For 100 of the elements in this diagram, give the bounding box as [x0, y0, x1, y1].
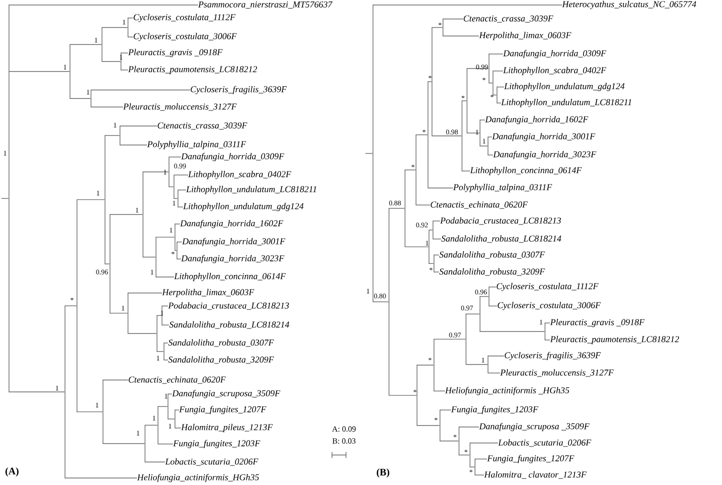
taxon-label: Fungia_fungites_1207F	[179, 406, 266, 414]
branch-line	[102, 61, 121, 62]
branch-line	[365, 153, 373, 154]
taxon-label: Pleuractis_moluccensis_3127F	[123, 103, 237, 111]
branch-line	[168, 418, 175, 420]
branch-line	[416, 364, 434, 366]
taxon-label: Heliofungia_actiniformis_HGh35	[137, 474, 259, 482]
branch-line	[388, 208, 405, 209]
taxon-label: Danafungia_horrida_3023F	[181, 254, 284, 264]
taxon-label: Pleuractis_paumotensis_LC818212	[550, 336, 679, 344]
branch-line	[128, 333, 157, 334]
taxon-label: Herpolitha_limax_0603F	[479, 32, 572, 40]
taxon-label: Cycloseris_costulata_3006F	[498, 302, 601, 310]
branch-line	[102, 27, 128, 28]
branch-line	[416, 204, 430, 206]
taxon-label: Cycloseris_costulata_1112F	[496, 282, 598, 292]
panel-label: (B)	[376, 468, 390, 478]
branch-line	[64, 305, 77, 306]
taxon-label: Halomitra_ clavator_1213F	[484, 471, 587, 479]
branch-line	[434, 338, 466, 340]
taxon-label: Sandalolitha_robusta_LC818214	[169, 321, 290, 329]
branch-line	[488, 136, 492, 138]
branch-line	[158, 406, 168, 407]
branch-line	[372, 4, 562, 6]
branch-line	[388, 394, 417, 396]
branch-line	[466, 132, 480, 134]
taxon-label: Polyphyllia_talpina_0311F	[147, 140, 246, 150]
taxon-label: Fungia_fungites_1203F	[451, 406, 538, 414]
branch-line	[128, 36, 134, 38]
taxon-label: Lobactis_scutaria_0206F	[498, 439, 592, 447]
branch-line	[432, 238, 442, 240]
branch-line	[488, 154, 494, 156]
branch-line	[496, 102, 502, 104]
branch-line	[174, 198, 178, 199]
branch-line	[76, 411, 103, 412]
branch-line	[492, 94, 497, 96]
taxon-label: Cycloseris_costulata_1112F	[134, 14, 236, 22]
branch-line	[104, 135, 120, 136]
branch-line	[492, 70, 504, 72]
branch-line	[474, 474, 484, 476]
taxon-label: Lithophyllon_scabra_0402F	[188, 170, 292, 180]
branch-line	[434, 390, 446, 392]
branch-line	[156, 276, 174, 278]
branch-line	[466, 68, 489, 69]
branch-line	[164, 342, 168, 344]
taxon-label: Sandalolitha_robusta_3209F	[439, 268, 545, 276]
branch-line	[176, 258, 182, 260]
branch-line	[458, 426, 480, 428]
taxon-label: Danafungia_horrida_1602F	[180, 220, 284, 228]
branch-line	[432, 220, 440, 222]
taxon-label: Pleuractis_gravis _0918F	[550, 318, 645, 328]
branch-line	[458, 454, 470, 456]
branch-line	[462, 170, 470, 172]
branch-line	[466, 364, 488, 365]
branch-line	[162, 324, 170, 326]
branch-line	[168, 156, 182, 158]
branch-line	[496, 86, 504, 88]
branch-line	[488, 372, 500, 374]
branch-line	[110, 312, 128, 314]
scale-label: A: 0.09	[332, 426, 356, 432]
branch-line	[128, 292, 162, 294]
branch-line	[120, 144, 148, 146]
taxon-label: Lithophyllon_undulatum_LC818211	[501, 98, 632, 108]
taxon-label: Sandalolitha_robusta_0307F	[168, 339, 274, 347]
branch-line	[480, 296, 489, 297]
taxon-label: Heliofungia_actiniformis _HGh35	[445, 386, 570, 396]
branch-line	[8, 71, 70, 72]
branch-line	[470, 466, 475, 468]
taxon-label: Heterocyathus_sulcatus_NC_065774	[562, 0, 696, 10]
taxon-label: Ctenactis_echinata_0620F	[128, 376, 226, 384]
taxon-label: Cycloseris_fragilis_3639F	[190, 86, 287, 94]
taxon-label: Pleuractis_paumotensis_LC818212	[128, 66, 257, 74]
taxon-label: Podabacia_crustacea_LC818213	[440, 217, 561, 225]
branch-line	[442, 18, 464, 20]
taxon-label: Sandalolitha_robusta_0307F	[439, 251, 545, 259]
taxon-label: Cycloseris_fragilis_3639F	[504, 352, 601, 360]
taxon-label: Danafungia_horrida_1602F	[485, 116, 588, 124]
taxon-label: Lithophyllon_concinna_0614F	[174, 272, 286, 282]
panel-label: (A)	[6, 467, 18, 477]
branch-line	[416, 134, 428, 136]
branch-line	[142, 256, 156, 258]
taxon-label: Lithophyllon_undulatum_gdg124	[504, 82, 625, 92]
branch-line	[76, 199, 105, 200]
branch-line	[8, 4, 198, 6]
taxon-label: Fungia_fungites_1203F	[173, 440, 260, 448]
taxon-label: Ctenactis_crassa_3039F	[464, 15, 554, 23]
taxon-label: Fungia_fungites_1207F	[487, 454, 574, 464]
branch-line	[474, 458, 488, 460]
branch-line	[488, 286, 496, 288]
branch-line	[428, 81, 432, 82]
branch-line	[70, 98, 91, 99]
scale-label: B: 0.03	[332, 438, 356, 444]
branch-line	[428, 263, 434, 264]
branch-line	[404, 246, 429, 248]
taxon-label: Danafungia_horrida_3001F	[492, 132, 596, 142]
taxon-label: Psammocora_nierstraszi_MT576637	[198, 1, 333, 9]
taxon-label: Lithophyllon_undulatum_gdg124	[183, 202, 304, 212]
taxon-label: Lithophyllon_undulatum_LC818211	[186, 186, 316, 194]
branch-line	[440, 440, 459, 442]
branch-line	[102, 443, 145, 444]
